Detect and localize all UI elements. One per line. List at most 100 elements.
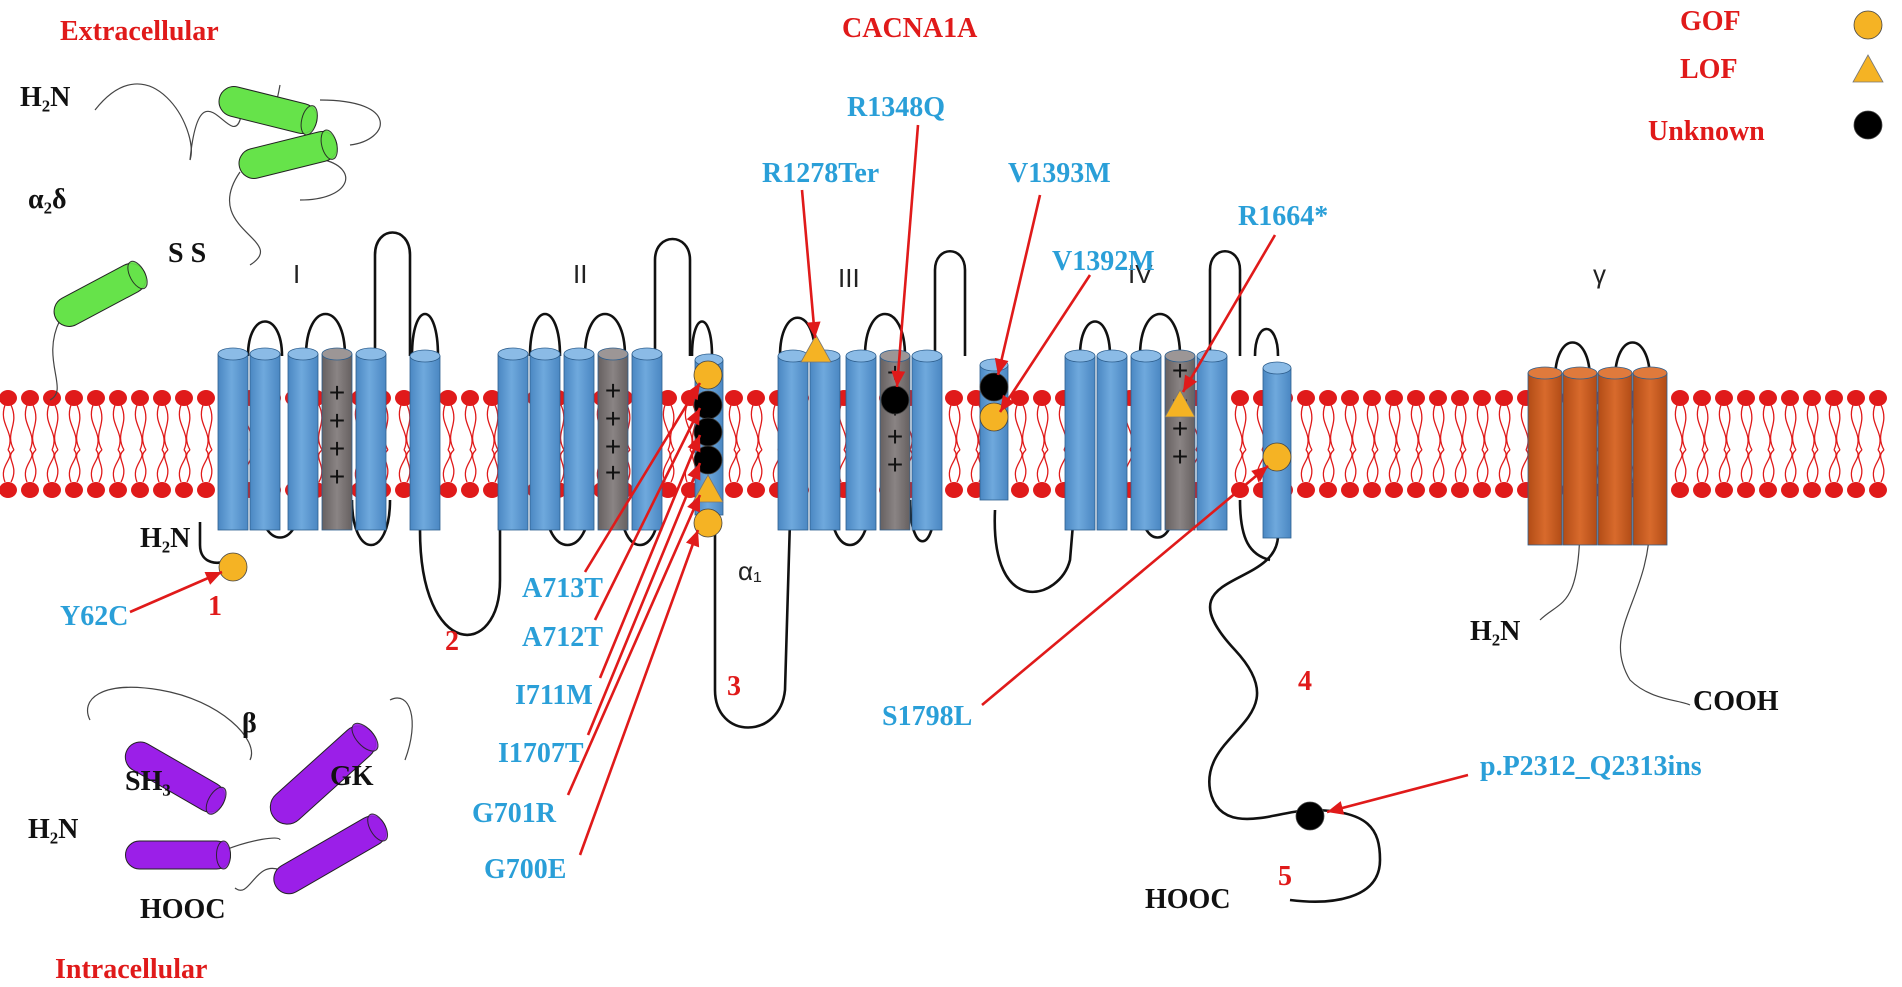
lipid-tail — [1366, 404, 1375, 451]
lipid-tail — [662, 404, 671, 451]
lipid-tail — [1740, 404, 1749, 451]
lipid-head — [65, 390, 83, 406]
transmembrane-helix — [1064, 355, 1096, 531]
lipid-head — [1319, 390, 1337, 406]
lipid-head — [1341, 390, 1359, 406]
lipid-tail — [398, 404, 407, 451]
positive-charge: + — [329, 405, 345, 436]
positive-charge: + — [1172, 355, 1188, 386]
lipid-head — [1011, 390, 1029, 406]
lipid-tail — [200, 404, 209, 451]
accessory-subunit-helices — [53, 86, 389, 895]
helix-cap — [249, 347, 281, 361]
lipid-tail — [442, 404, 451, 451]
mutation-label-y62c: Y62C — [60, 601, 128, 632]
lipid-tail — [449, 449, 455, 483]
lipid-head — [483, 482, 501, 498]
helix-cap — [631, 347, 663, 361]
helix-cap — [563, 347, 595, 361]
helix-cap — [321, 347, 353, 361]
mutation-label-p2312-q2313ins: p.P2312_Q2313ins — [1480, 751, 1702, 782]
marker-g700e — [693, 508, 723, 538]
lipid-head — [1671, 482, 1689, 498]
lipid-tail — [112, 449, 121, 483]
lipid-head — [1781, 482, 1799, 498]
lipid-head — [1759, 390, 1777, 406]
marker-p2312-q2313ins — [1295, 801, 1325, 831]
helix-cap — [1562, 366, 1598, 380]
lipid-tail — [1813, 404, 1819, 451]
legend-label-lof: LOF — [1680, 54, 1738, 85]
lipid-tail — [97, 404, 103, 451]
lipid-tail — [1461, 449, 1467, 483]
lipid-tail — [68, 404, 77, 451]
mutation-label-s1798l: S1798L — [882, 701, 972, 732]
lipid-tail — [1021, 449, 1027, 483]
lipid-tail — [207, 404, 213, 451]
alpha2delta-n-terminus: H₂N — [20, 82, 70, 113]
lipid-tail — [53, 449, 59, 483]
marker-i1707t — [693, 445, 723, 475]
lipid-head — [1869, 390, 1887, 406]
lipid-tail — [9, 449, 15, 483]
beta-n-terminus: H₂N — [28, 814, 78, 845]
lipid-tail — [1784, 404, 1793, 451]
lipid-tail — [1329, 404, 1335, 451]
segment-number-5: 5 — [1278, 861, 1292, 892]
arrow-a713t — [583, 382, 702, 573]
lipid-head — [0, 390, 17, 406]
lipid-tail — [141, 404, 147, 451]
lipid-tail — [1417, 449, 1423, 483]
lipid-head — [1473, 390, 1491, 406]
transmembrane-helix — [249, 353, 281, 531]
lipid-tail — [1505, 449, 1511, 483]
marker-r1664 — [1164, 389, 1196, 418]
helix-cap — [1597, 366, 1633, 380]
lipid-tail — [90, 404, 99, 451]
lipid-tail — [1388, 404, 1397, 451]
lipid-tail — [207, 449, 213, 483]
lipid-tail — [1344, 404, 1353, 451]
lipid-tail — [948, 404, 957, 451]
positive-charge: + — [887, 421, 903, 452]
lipid-head — [131, 390, 149, 406]
lipid-head — [945, 482, 963, 498]
arrow-i711m — [598, 434, 702, 679]
lipid-tail — [559, 404, 565, 451]
transmembrane-helix — [563, 353, 595, 531]
lipid-tail — [970, 449, 979, 483]
lipid-head — [1429, 390, 1447, 406]
legend-label-unknown: Unknown — [1648, 116, 1765, 147]
lipid-tail — [1498, 449, 1507, 483]
lipid-tail — [119, 404, 125, 451]
lipid-tail — [156, 404, 165, 451]
lipid-head — [21, 482, 39, 498]
lipid-tail — [1703, 449, 1709, 483]
lipid-head — [197, 390, 215, 406]
legend-label-gof: GOF — [1680, 6, 1741, 37]
lipid-tail — [471, 449, 477, 483]
domain-label-i: I — [293, 259, 300, 289]
lipid-head — [1011, 482, 1029, 498]
lipid-tail — [163, 449, 169, 483]
lipid-tail — [1410, 404, 1419, 451]
lipid-tail — [1828, 449, 1837, 483]
positive-charge: + — [1172, 441, 1188, 472]
arrow-p2312-q2313ins-head — [1327, 801, 1345, 815]
lipid-tail — [1036, 404, 1045, 451]
lipid-head — [1297, 482, 1315, 498]
lipid-tail — [1300, 404, 1309, 451]
lipid-tail — [1417, 404, 1423, 451]
lipid-tail — [750, 449, 759, 483]
lipid-tail — [75, 449, 81, 483]
lipid-tail — [1395, 449, 1401, 483]
lipid-tail — [757, 449, 763, 483]
transmembrane-helix — [497, 353, 529, 531]
beta-label: β — [242, 708, 257, 739]
lipid-tail — [141, 449, 147, 483]
lipid-tail — [1454, 449, 1463, 483]
lipid-tail — [1718, 404, 1727, 451]
lipid-tail — [1476, 404, 1485, 451]
lipid-tail — [1351, 449, 1357, 483]
lipid-tail — [1307, 404, 1313, 451]
